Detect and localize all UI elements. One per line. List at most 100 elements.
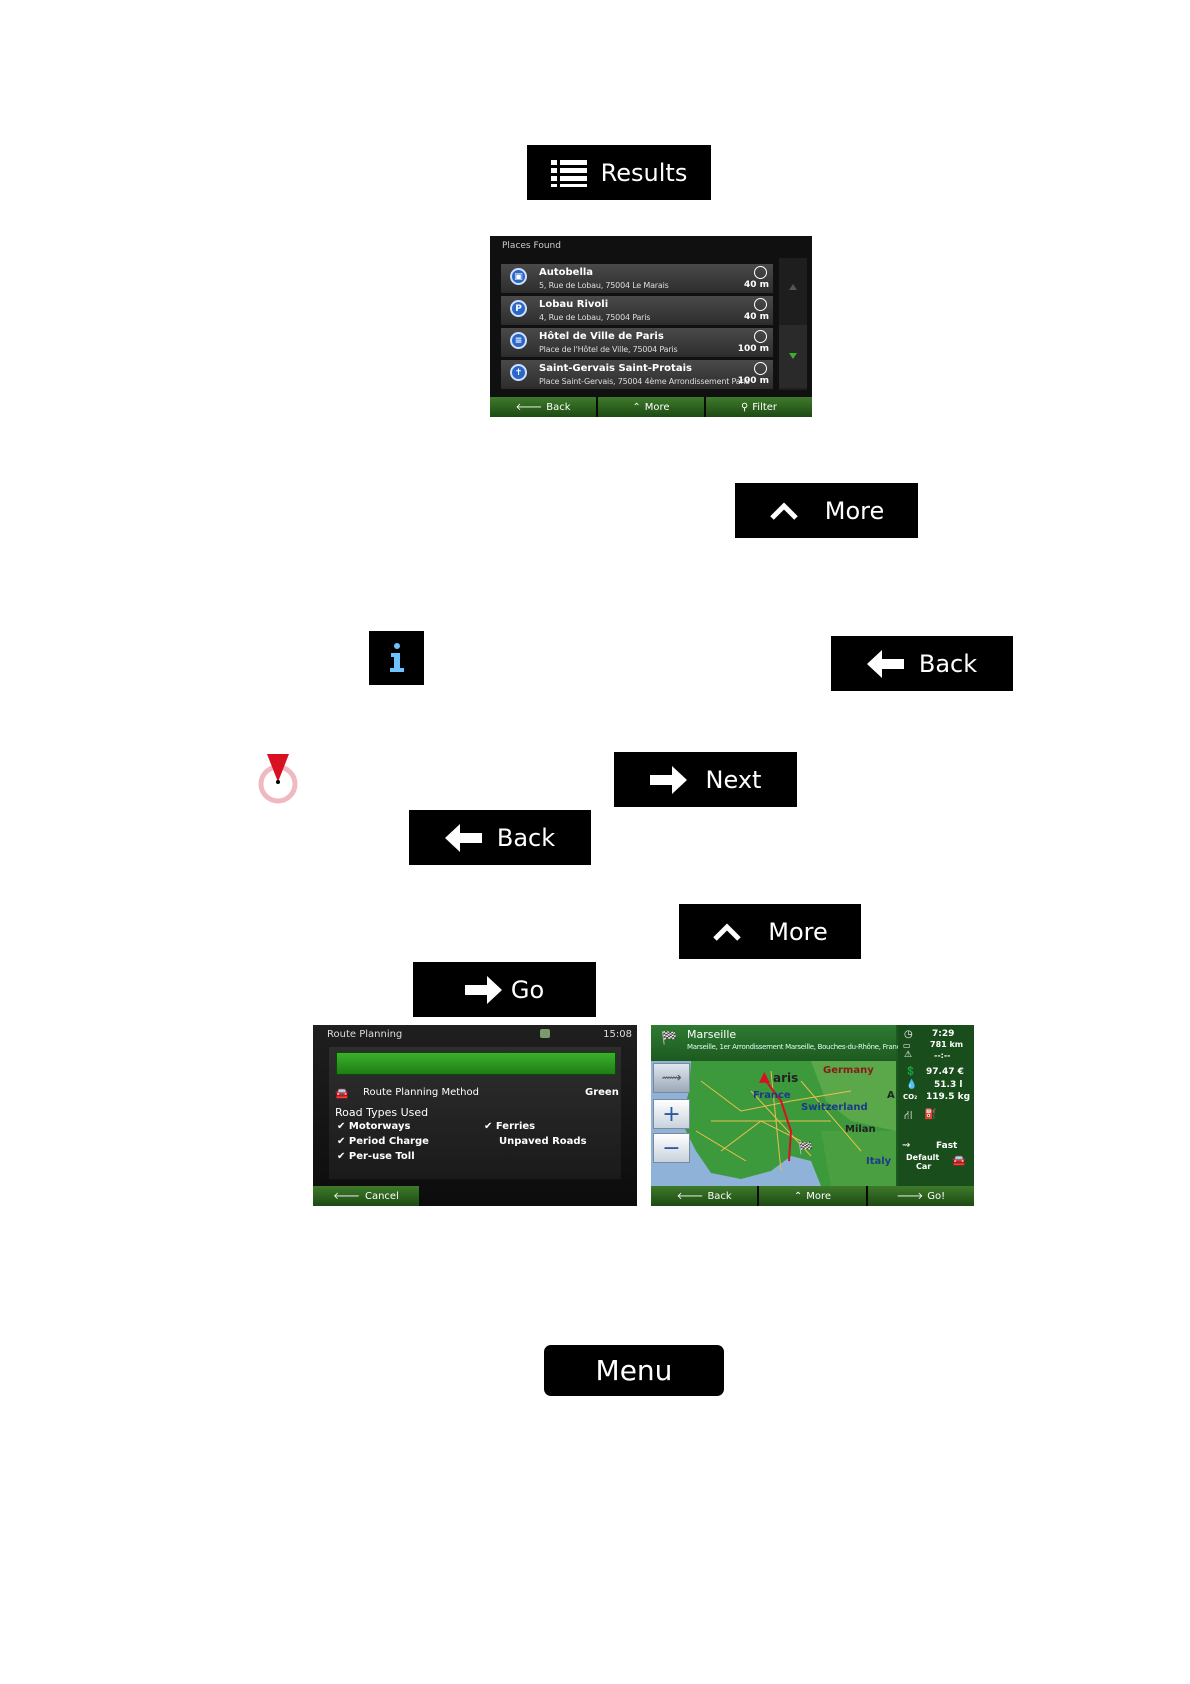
direction-icon <box>754 330 767 343</box>
place-address: 4, Rue de Lobau, 75004 Paris <box>539 313 651 322</box>
road-type-item: ✔ Motorways <box>337 1121 411 1132</box>
warning-icon: ⚠ <box>904 1050 913 1060</box>
method-value: Green <box>585 1087 619 1098</box>
menu-button[interactable]: Menu <box>544 1345 724 1396</box>
back-button[interactable]: 🡐Back <box>651 1186 760 1206</box>
next-button[interactable]: Next <box>614 752 797 807</box>
back-button[interactable]: Back <box>831 636 1013 691</box>
route-type-icon: ⇝ <box>902 1140 911 1151</box>
route-eta: --:-- <box>934 1051 951 1060</box>
road-type-item: ✔ Ferries <box>484 1121 536 1132</box>
plus-icon: + <box>662 1101 681 1127</box>
gps-icon <box>540 1029 550 1038</box>
map-label-a: A <box>887 1090 895 1101</box>
place-address: 5, Rue de Lobau, 75004 Le Marais <box>539 281 669 290</box>
cancel-button[interactable]: 🡐 Cancel <box>313 1186 419 1206</box>
place-distance: 100 m <box>737 376 769 386</box>
road-type-item: ✔ Per-use Toll <box>337 1151 415 1162</box>
info-button[interactable] <box>369 631 424 685</box>
co2-label: CO₂ <box>903 1093 918 1101</box>
arrow-left-icon: 🡐 <box>333 1191 360 1202</box>
map-graphic <box>651 1061 896 1186</box>
direction-icon <box>754 298 767 311</box>
arrow-right-icon <box>649 765 687 794</box>
scroll-down-icon <box>789 353 797 359</box>
route-distance: 781 km <box>930 1040 964 1049</box>
chevron-up-icon <box>713 922 742 941</box>
map-label-switzerland: Switzerland <box>801 1102 868 1113</box>
list-item[interactable]: ≡ Hôtel de Ville de Paris Place de l'Hôt… <box>501 328 773 358</box>
map-overview-button[interactable]: ⟿ <box>653 1063 690 1093</box>
route-panel: 🚘 Route Planning Method Green Road Types… <box>329 1047 621 1179</box>
toll-icon: ⛽ <box>924 1109 937 1120</box>
more-label: More <box>768 917 828 946</box>
destination-city: Marseille <box>687 1028 737 1041</box>
scrollbar[interactable] <box>779 258 807 390</box>
zoom-in-button[interactable]: + <box>653 1099 690 1129</box>
map-label-milan: Milan <box>845 1124 876 1135</box>
route-type: Fast <box>936 1141 958 1151</box>
start-flag-icon: ▲ <box>759 1069 770 1085</box>
list-item[interactable]: P Lobau Rivoli 4, Rue de Lobau, 75004 Pa… <box>501 296 773 326</box>
more-label: More <box>806 1190 832 1202</box>
vehicle-line2: Car <box>916 1162 932 1171</box>
filter-label: Filter <box>752 401 778 413</box>
arrow-left-icon: 🡐 <box>515 402 543 413</box>
place-distance: 40 m <box>743 312 769 322</box>
arrow-left-icon <box>866 649 904 678</box>
map-label-germany: Germany <box>823 1065 874 1076</box>
results-button[interactable]: Results <box>527 145 711 200</box>
route-planning-title: Route Planning <box>327 1029 403 1040</box>
more-button[interactable]: ⌃More <box>598 397 706 417</box>
route-cost: 97.47 € <box>926 1067 964 1077</box>
go-button[interactable]: Go <box>413 962 596 1017</box>
place-address: Place de l'Hôtel de Ville, 75004 Paris <box>539 345 678 354</box>
route-fuel: 51.3 l <box>934 1080 963 1090</box>
map-footer: 🡐Back ⌃More 🡒Go! <box>651 1186 974 1206</box>
back-label: Back <box>707 1190 732 1202</box>
place-name: Autobella <box>539 267 594 278</box>
places-found-screen: Places Found ▣ Autobella 5, Rue de Lobau… <box>490 236 812 417</box>
destination-flag-icon: 🏁 <box>798 1141 813 1155</box>
places-found-title: Places Found <box>502 241 561 251</box>
more-button[interactable]: More <box>679 904 861 959</box>
parking-icon: P <box>510 300 527 317</box>
more-button[interactable]: ⌃More <box>759 1186 868 1206</box>
map[interactable]: ⟿ + − ▲ aris France Germany Switzerland … <box>651 1061 896 1186</box>
scroll-up-icon[interactable] <box>789 284 797 290</box>
destination-pin-icon <box>255 750 301 806</box>
zoom-out-button[interactable]: − <box>653 1133 690 1163</box>
list-item[interactable]: ✝ Saint-Gervais Saint-Protais Place Sain… <box>501 360 773 390</box>
clock: 15:08 <box>603 1029 632 1040</box>
list-item[interactable]: ▣ Autobella 5, Rue de Lobau, 75004 Le Ma… <box>501 264 773 294</box>
go-label: Go <box>510 975 545 1004</box>
route-planning-screen: Route Planning 15:08 🚘 Route Planning Me… <box>313 1025 637 1206</box>
road-type-item: ✔ Period Charge <box>337 1136 429 1147</box>
place-name: Hôtel de Ville de Paris <box>539 331 664 342</box>
progress-bar <box>336 1052 616 1075</box>
car-icon: 🚘 <box>335 1087 349 1100</box>
chevron-up-icon <box>769 501 798 520</box>
filter-button[interactable]: ⚲Filter <box>706 397 812 417</box>
map-label-france: France <box>753 1090 791 1101</box>
arrow-right-icon <box>464 975 502 1004</box>
more-button[interactable]: More <box>735 483 918 538</box>
search-icon: ⚲ <box>740 401 749 413</box>
arrow-left-icon: 🡐 <box>676 1191 704 1202</box>
back-label: Back <box>918 649 978 678</box>
more-label: More <box>824 496 885 525</box>
checkered-flag-icon: 🏁 <box>661 1031 678 1046</box>
method-label: Route Planning Method <box>363 1087 479 1098</box>
arrow-right-icon: 🡒 <box>896 1191 924 1202</box>
route-co2: 119.5 kg <box>926 1092 971 1102</box>
map-label-italy: Italy <box>866 1156 892 1167</box>
back-button[interactable]: Back <box>409 810 591 865</box>
place-distance: 100 m <box>737 344 769 354</box>
go-button[interactable]: 🡒Go! <box>867 1186 974 1206</box>
scroll-down-button[interactable] <box>779 325 807 388</box>
destination-header: 🏁 Marseille Marseille, 1er Arrondissemen… <box>651 1025 904 1061</box>
back-button[interactable]: 🡐Back <box>490 397 598 417</box>
cancel-label: Cancel <box>364 1190 399 1202</box>
place-distance: 40 m <box>743 280 769 290</box>
go-label: Go! <box>927 1190 946 1202</box>
